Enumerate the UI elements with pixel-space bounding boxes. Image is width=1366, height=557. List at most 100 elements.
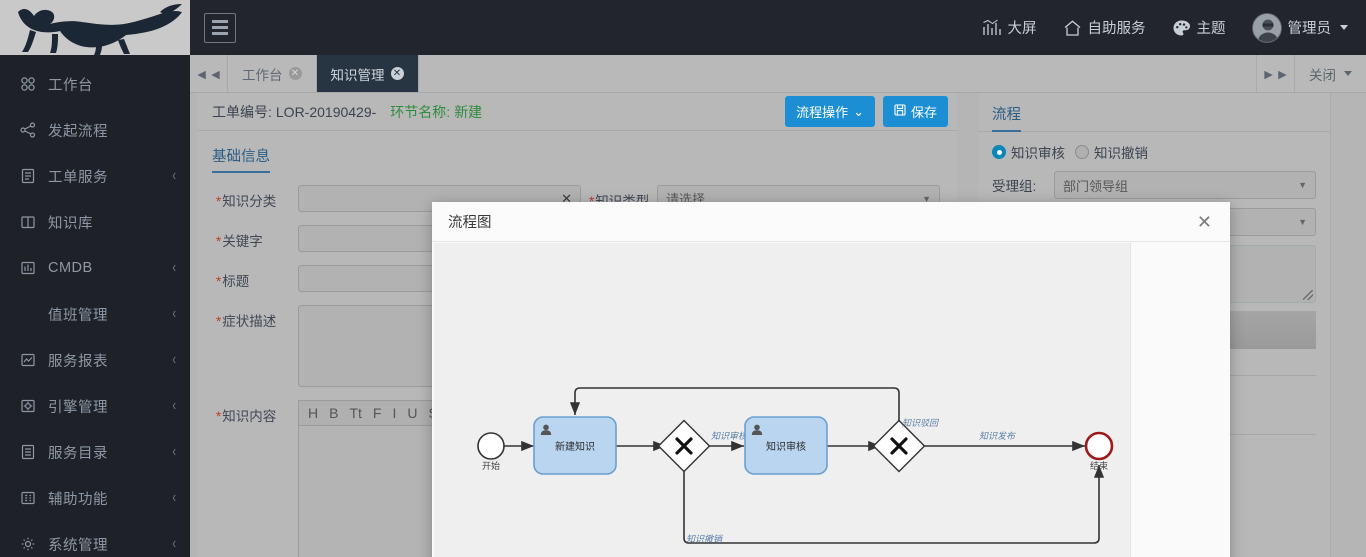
header-item-theme[interactable]: 主题 [1172,17,1226,38]
sidebar-item-workbench[interactable]: 工作台 [0,61,190,107]
font-family-icon[interactable]: F [372,405,382,421]
chevron-down-icon: ▼ [1298,180,1307,190]
handler-group-select[interactable]: 部门领导组 ▼ [1054,171,1316,199]
sidebar-item-assist-function[interactable]: 辅助功能 ‹ [0,475,190,521]
title-label: *标题 [198,265,298,290]
tab-workbench[interactable]: 工作台 ✕ [228,55,317,92]
tabbar-close-menu[interactable]: 关闭 [1295,55,1366,92]
sidebar-item-label: 工单服务 [48,169,108,186]
sidebar-item-label: 工作台 [48,77,93,94]
task2-label: 知识审核 [766,440,806,453]
tab-bar: ◄◄ 工作台 ✕ 知识管理 ✕ ►► 关闭 [190,55,1366,93]
header-item-bigscreen[interactable]: 大屏 [982,17,1037,38]
clear-icon[interactable]: ✕ [561,190,572,206]
bpmn-gateway-2 [872,419,926,473]
engine-gear-icon [18,396,38,416]
sidebar-item-start-process[interactable]: 发起流程 [0,107,190,153]
chevron-left-icon: ‹ [172,351,176,369]
gear-icon [18,534,38,554]
sidebar-item-cmdb[interactable]: CMDB ‹ [0,245,190,291]
chevron-down-icon: ▼ [922,193,931,204]
chart-report-icon [18,350,38,370]
required-marker: * [589,194,594,209]
bold-icon[interactable]: B [329,405,339,421]
home-icon [1063,19,1082,37]
required-marker: * [216,194,222,209]
header-item-self-service[interactable]: 自助服务 [1063,17,1146,38]
sidebar-item-engine-management[interactable]: 引擎管理 ‹ [0,383,190,429]
user-menu[interactable]: 管理员 [1251,12,1348,43]
sidebar-item-service-catalog[interactable]: 服务目录 ‹ [0,429,190,475]
sidebar-item-label: 服务报表 [48,353,108,370]
tab-knowledge-management[interactable]: 知识管理 ✕ [316,55,419,92]
radio-label: 知识审核 [1011,146,1065,161]
start-event-label: 开始 [482,460,500,471]
chevron-down-icon [1340,25,1348,30]
chevron-left-icon: ‹ [172,535,176,553]
label-text: 关键字 [222,234,263,249]
tabbar-close-label: 关闭 [1309,67,1336,83]
chevron-left-icon: ‹ [172,489,176,507]
sidebar-item-label: 引擎管理 [48,399,108,416]
save-label: 保存 [910,105,937,120]
tabbar-scroll-left-button[interactable]: ◄◄ [190,55,228,92]
save-button[interactable]: 保存 [882,96,948,127]
symptom-label: *症状描述 [198,305,298,330]
handler-group-value: 部门领导组 [1063,178,1129,194]
tab-close-icon[interactable]: ✕ [390,67,404,80]
tabbar-scroll-right-button[interactable]: ►► [1257,55,1295,92]
list-doc-icon [18,166,38,186]
sidebar-item-service-report[interactable]: 服务报表 ‹ [0,337,190,383]
hamburger-bar [212,32,228,35]
handler-group-row: 受理组: 部门领导组 ▼ [978,162,1330,199]
edge-label-reject: 知识驳回 [902,418,940,428]
menu-toggle-button[interactable] [204,12,236,43]
font-size-icon[interactable]: Tt [349,405,362,421]
radio-dot [1075,145,1089,159]
underline-icon[interactable]: U [407,405,418,421]
label-text: 标题 [222,274,250,289]
palette-icon [1172,19,1191,37]
sidebar: 工作台 发起流程 [0,0,190,557]
logo[interactable] [0,0,190,55]
required-marker: * [216,274,222,289]
sidebar-item-duty-management[interactable]: 值班管理 ‹ [0,291,190,337]
flowchart-modal: 流程图 ✕ [432,202,1230,557]
sidebar-item-knowledge-base[interactable]: 知识库 [0,199,190,245]
bpmn-diagram: 开始 新建知识 知识审核 [477,387,1114,544]
process-action-button[interactable]: 流程操作 ⌄ [785,96,875,127]
sidebar-item-label: 辅助功能 [48,491,108,508]
end-event-label: 结束 [1090,460,1108,471]
avatar [1251,12,1282,43]
tabbar-spacer [419,55,1257,92]
classification-label: *知识分类 [198,185,298,210]
edge-gateway1-to-end-withdraw [683,464,1105,544]
label-text: 知识内容 [222,409,277,424]
chevron-left-icon: ‹ [172,443,176,461]
italic-icon[interactable]: I [392,405,397,421]
tab-close-icon[interactable]: ✕ [288,67,302,80]
chevron-left-icon: ‹ [172,305,176,323]
content-label: *知识内容 [198,400,298,425]
edge-label-review: 知识审核 [711,431,749,441]
close-icon[interactable]: ✕ [1196,211,1212,232]
bar-chart-icon [982,19,1002,37]
task1-label: 新建知识 [555,440,595,453]
sidebar-item-label: 值班管理 [48,307,108,324]
double-chevron-left-icon: ◄◄ [194,65,223,82]
stage-label: 环节名称: [390,103,451,120]
radio-knowledge-review[interactable]: 知识审核 [992,142,1065,162]
process-action-label: 流程操作 [796,105,849,120]
save-disk-icon [894,104,906,119]
sidebar-item-ticket-service[interactable]: 工单服务 ‹ [0,153,190,199]
radio-knowledge-withdraw[interactable]: 知识撤销 [1075,142,1148,162]
sidebar-item-label: CMDB [48,260,93,276]
tab-label: 知识管理 [330,67,385,83]
sidebar-item-system-management[interactable]: 系统管理 ‹ [0,521,190,557]
bpmn-canvas[interactable]: 开始 新建知识 知识审核 [434,243,1131,557]
tab-process[interactable]: 流程 [992,103,1021,132]
edge-label-publish: 知识发布 [979,431,1017,441]
page-scrollbar[interactable] [1330,93,1366,557]
bpmn-start-event [477,432,505,460]
heading-icon[interactable]: H [308,405,319,421]
